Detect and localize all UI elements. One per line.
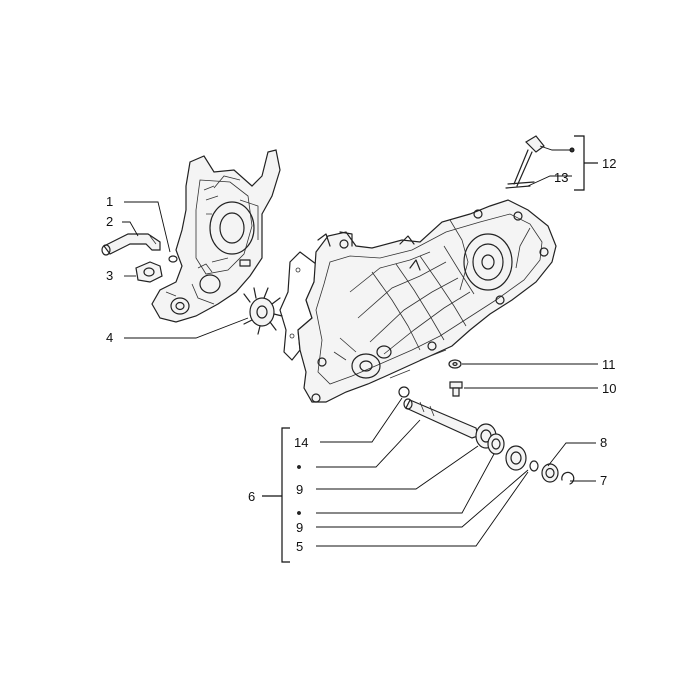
label-13: 13 <box>554 170 568 185</box>
label-5: 5 <box>296 539 303 554</box>
part-washer <box>529 460 539 472</box>
bracket-12 <box>574 135 598 191</box>
label-9a: 9 <box>296 482 303 497</box>
label-7: 7 <box>600 473 607 488</box>
label-11: 11 <box>602 357 616 372</box>
part-8-oil-seal <box>541 463 559 483</box>
label-12: 12 <box>602 156 616 171</box>
left-crankcase-half <box>151 149 281 323</box>
part-shaft <box>403 398 479 439</box>
part-1-o-ring <box>168 255 178 263</box>
part-11-washer <box>448 359 462 369</box>
part-3-clamp <box>135 261 163 283</box>
part-9-bearing-2 <box>487 433 505 455</box>
part-14-ring <box>398 386 410 398</box>
part-4-impeller <box>243 287 283 335</box>
label-8: 8 <box>600 435 607 450</box>
part-10-bolt <box>449 381 463 397</box>
part-12-dipstick <box>513 135 545 187</box>
label-10: 10 <box>602 381 616 396</box>
right-crankcase-main <box>297 199 557 403</box>
label-9b: 9 <box>296 520 303 535</box>
part-13-o-ring <box>505 181 535 189</box>
label-14: 14 <box>294 435 308 450</box>
label-6: 6 <box>248 489 255 504</box>
part-7-circlip <box>561 471 575 485</box>
part-5-seal <box>505 445 527 471</box>
label-4: 4 <box>106 330 113 345</box>
label-1: 1 <box>106 194 113 209</box>
label-3: 3 <box>106 268 113 283</box>
label-2: 2 <box>106 214 113 229</box>
leader-lines <box>122 145 598 547</box>
part-2-hose <box>101 233 161 256</box>
bracket-6 <box>262 427 290 563</box>
